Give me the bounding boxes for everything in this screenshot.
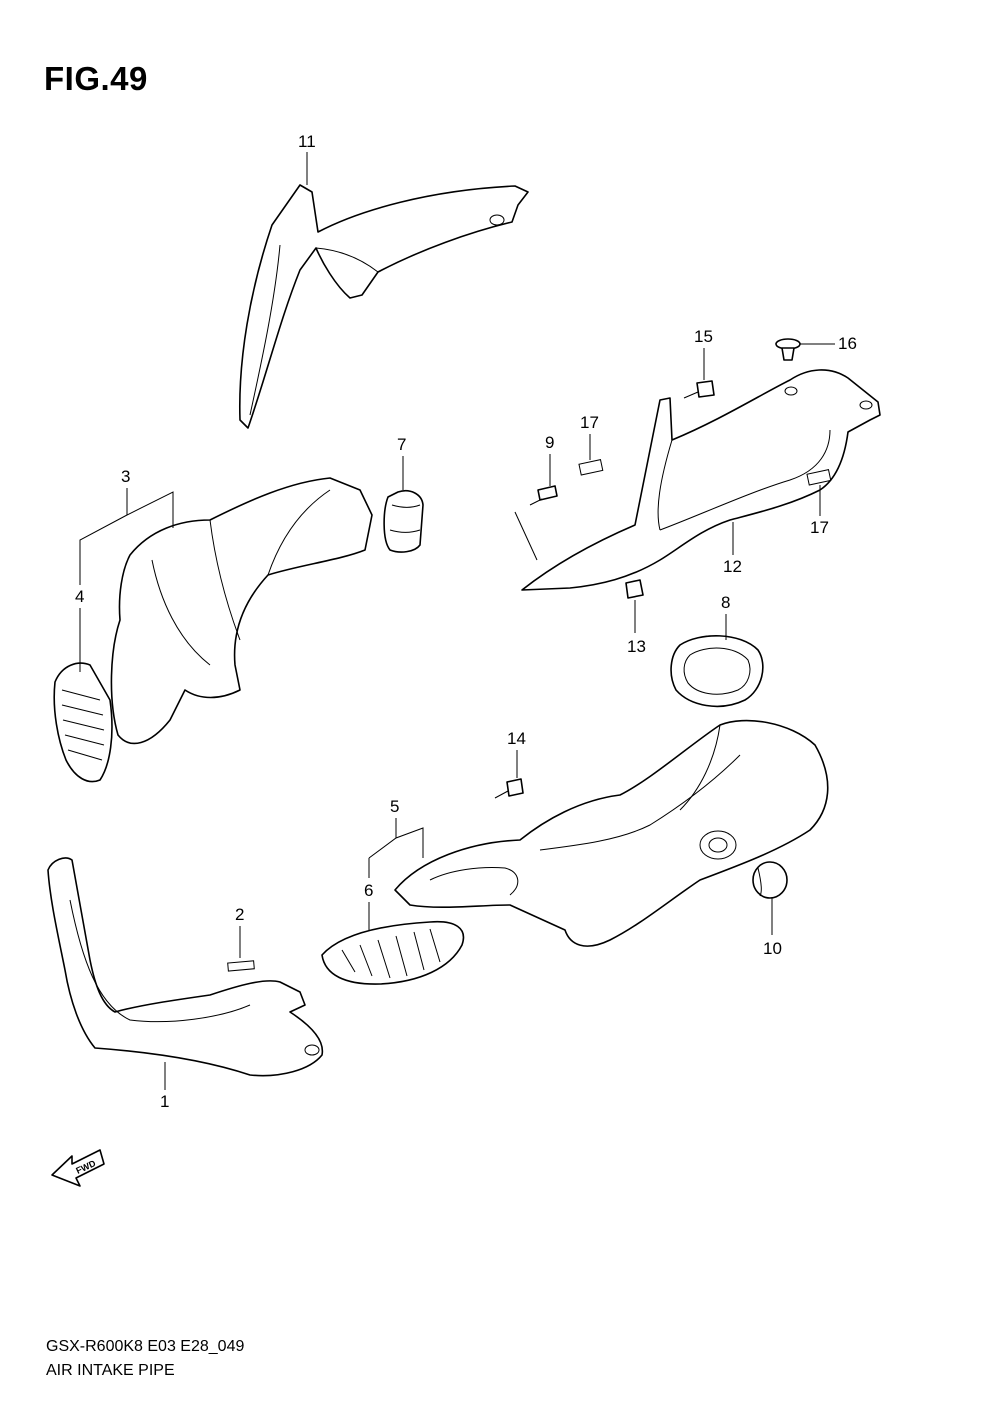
callout-14: 14 bbox=[507, 729, 526, 748]
callout-10: 10 bbox=[763, 939, 782, 958]
callout-16: 16 bbox=[838, 334, 857, 353]
part-8-seal[interactable] bbox=[670, 635, 764, 708]
callout-15: 15 bbox=[694, 327, 713, 346]
callout-3: 3 bbox=[121, 467, 130, 486]
part-6-grille[interactable] bbox=[321, 920, 465, 985]
callout-5: 5 bbox=[390, 797, 399, 816]
callout-13: 13 bbox=[627, 637, 646, 656]
part-3-intake-duct[interactable] bbox=[110, 477, 373, 745]
part-17-sticker-a[interactable] bbox=[578, 459, 604, 476]
part-4-grille[interactable] bbox=[53, 662, 113, 783]
callout-17a: 17 bbox=[580, 413, 599, 432]
part-5-intake-duct[interactable] bbox=[394, 719, 829, 947]
forward-arrow-icon: FWD bbox=[51, 1149, 105, 1187]
callout-9: 9 bbox=[545, 433, 554, 452]
callout-6: 6 bbox=[364, 881, 373, 900]
part-10-grommet[interactable] bbox=[752, 861, 788, 899]
model-code: GSX-R600K8 E03 E28_049 bbox=[46, 1338, 245, 1355]
part-15-screw[interactable] bbox=[683, 380, 715, 399]
part-2-sticker[interactable] bbox=[227, 960, 255, 972]
part-11-duct-cover[interactable] bbox=[238, 184, 529, 429]
part-12-duct-cover[interactable] bbox=[521, 369, 881, 591]
part-16-clip[interactable] bbox=[775, 338, 801, 361]
part-7-seal[interactable] bbox=[383, 489, 424, 553]
callout-8: 8 bbox=[721, 593, 730, 612]
callout-1: 1 bbox=[160, 1092, 169, 1111]
part-9-screw[interactable] bbox=[529, 485, 558, 506]
callout-4: 4 bbox=[75, 587, 84, 606]
part-14-screw[interactable] bbox=[494, 778, 524, 799]
callout-17b: 17 bbox=[810, 518, 829, 537]
callout-12: 12 bbox=[723, 557, 742, 576]
callout-2: 2 bbox=[235, 905, 244, 924]
callout-11: 11 bbox=[298, 132, 316, 151]
part-13-nut[interactable] bbox=[625, 579, 644, 599]
part-1-lower-duct[interactable] bbox=[47, 857, 324, 1077]
part-17-sticker-b[interactable] bbox=[806, 469, 832, 486]
diagram-name: AIR INTAKE PIPE bbox=[46, 1362, 175, 1379]
callout-7: 7 bbox=[397, 435, 406, 454]
figure-title: FIG.49 bbox=[44, 60, 148, 97]
